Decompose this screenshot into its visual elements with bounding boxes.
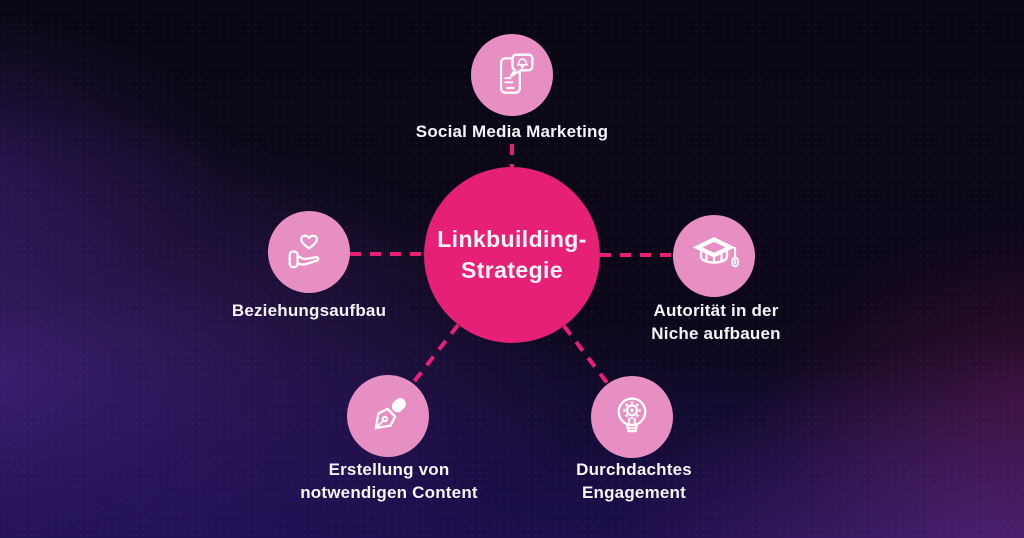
- node-social-media-marketing: [471, 34, 553, 116]
- hub-title-line: Linkbuilding-: [437, 226, 587, 252]
- node-label-erstellung-von-content: Erstellung von notwendigen Content: [300, 458, 478, 504]
- pen-nib-icon: [374, 398, 406, 430]
- node-label-line: Autorität in der: [653, 301, 779, 320]
- node-label-line: notwendigen Content: [300, 483, 478, 502]
- center-hub-circle: Linkbuilding- Strategie: [424, 167, 600, 343]
- node-label-social-media-marketing: Social Media Marketing: [416, 120, 608, 143]
- node-durchdachtes-engagement: [591, 376, 673, 458]
- node-autoritaet-in-der-niche: [673, 215, 755, 297]
- node-label-beziehungsaufbau: Beziehungsaufbau: [232, 299, 386, 322]
- node-erstellung-von-content: [347, 375, 429, 457]
- node-label-line: Beziehungsaufbau: [231, 301, 387, 320]
- connector-bottom-left: [411, 323, 460, 385]
- graduation-cap-icon: [692, 237, 739, 268]
- lightbulb-gear-icon: [617, 397, 647, 433]
- node-label-line: Social Media Marketing: [415, 122, 609, 141]
- center-hub-title: Linkbuilding- Strategie: [424, 224, 600, 286]
- node-label-line: Durchdachtes: [576, 460, 692, 479]
- smartphone-notification-icon: [499, 53, 534, 94]
- node-label-line: Engagement: [581, 483, 687, 502]
- hub-title-line: Strategie: [460, 257, 564, 283]
- hand-heart-icon: [288, 234, 320, 269]
- node-label-line: Erstellung von: [328, 460, 450, 479]
- node-label-line: Niche aufbauen: [651, 324, 781, 343]
- node-label-durchdachtes-engagement: Durchdachtes Engagement: [576, 458, 692, 504]
- node-beziehungsaufbau: [268, 211, 350, 293]
- node-label-autoritaet-in-der-niche: Autorität in der Niche aufbauen: [651, 299, 780, 345]
- connector-bottom-right: [562, 324, 610, 386]
